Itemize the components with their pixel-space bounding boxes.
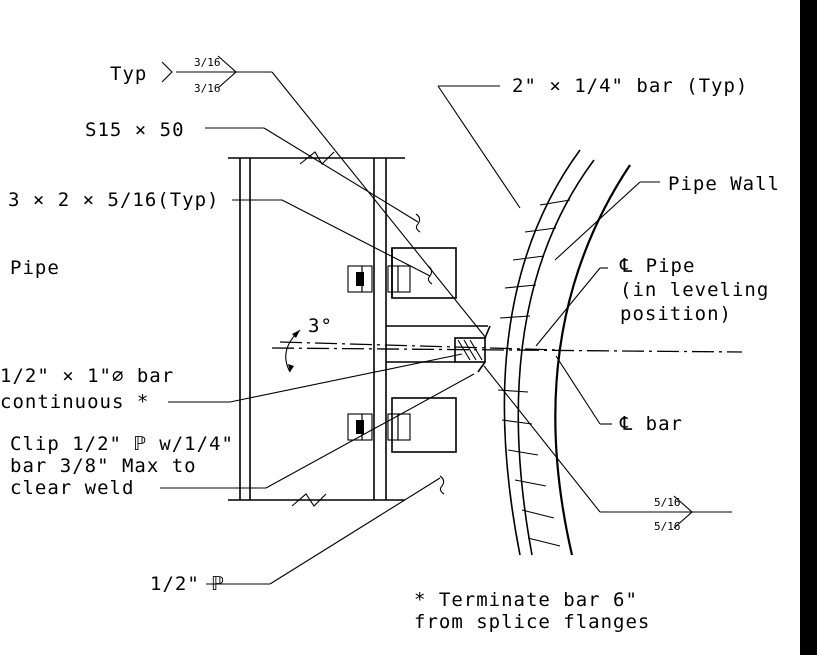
label-clip-2: bar 3/8" Max to: [10, 455, 197, 477]
label-bar-half-2: continuous *: [0, 391, 149, 413]
label-clip-3: clear weld: [10, 477, 134, 499]
label-pipe: Pipe: [10, 257, 60, 279]
bar-centerline: [279, 341, 561, 351]
pipe-wall: [497, 149, 631, 556]
top-weld-symbol: [161, 55, 237, 89]
label-weld-top-size: 3/16: [194, 56, 221, 69]
label-clip-1: Clip 1/2" ℙ w/1/4": [10, 433, 234, 455]
label-s15: S15 × 50: [85, 119, 185, 141]
label-bar-typ: 2" × 1/4" bar (Typ): [512, 75, 748, 97]
clip-plate: [386, 325, 491, 373]
weld-mark-3: [439, 475, 445, 495]
bottom-weld-symbol: [650, 495, 732, 529]
label-bar-half-1: 1/2" × 1"⌀ bar: [0, 365, 174, 387]
s15-beam: [228, 151, 405, 507]
lower-bolt: [347, 413, 411, 441]
label-weld2-top-size: 5/16: [654, 496, 681, 509]
sheet-border: [800, 0, 817, 655]
label-angle-deg: 3°: [308, 315, 333, 337]
upper-bolt: [347, 265, 411, 293]
label-typ: Typ: [110, 63, 147, 85]
lower-angle-bracket: [391, 397, 457, 453]
label-note-2: from splice flanges: [414, 611, 650, 633]
pipe-centerline: [271, 347, 743, 353]
label-cl-pipe-1: ℄ Pipe: [619, 255, 695, 277]
weld-mark-2: [427, 265, 433, 285]
weld-mark-1: [415, 213, 421, 233]
leader-lines: [160, 71, 672, 585]
label-cl-pipe-2: (in leveling: [620, 279, 769, 301]
label-plate: 1/2" ℙ: [150, 573, 225, 595]
label-cl-bar: ℄ bar: [619, 413, 683, 435]
label-weld-bottom-size: 3/16: [194, 82, 221, 95]
label-angle: 3 × 2 × 5/16(Typ): [8, 189, 219, 211]
label-note-1: * Terminate bar 6": [414, 589, 638, 611]
label-cl-pipe-3: position): [620, 303, 732, 325]
label-pipe-wall: Pipe Wall: [668, 173, 780, 195]
label-weld2-bottom-size: 5/16: [654, 520, 681, 533]
